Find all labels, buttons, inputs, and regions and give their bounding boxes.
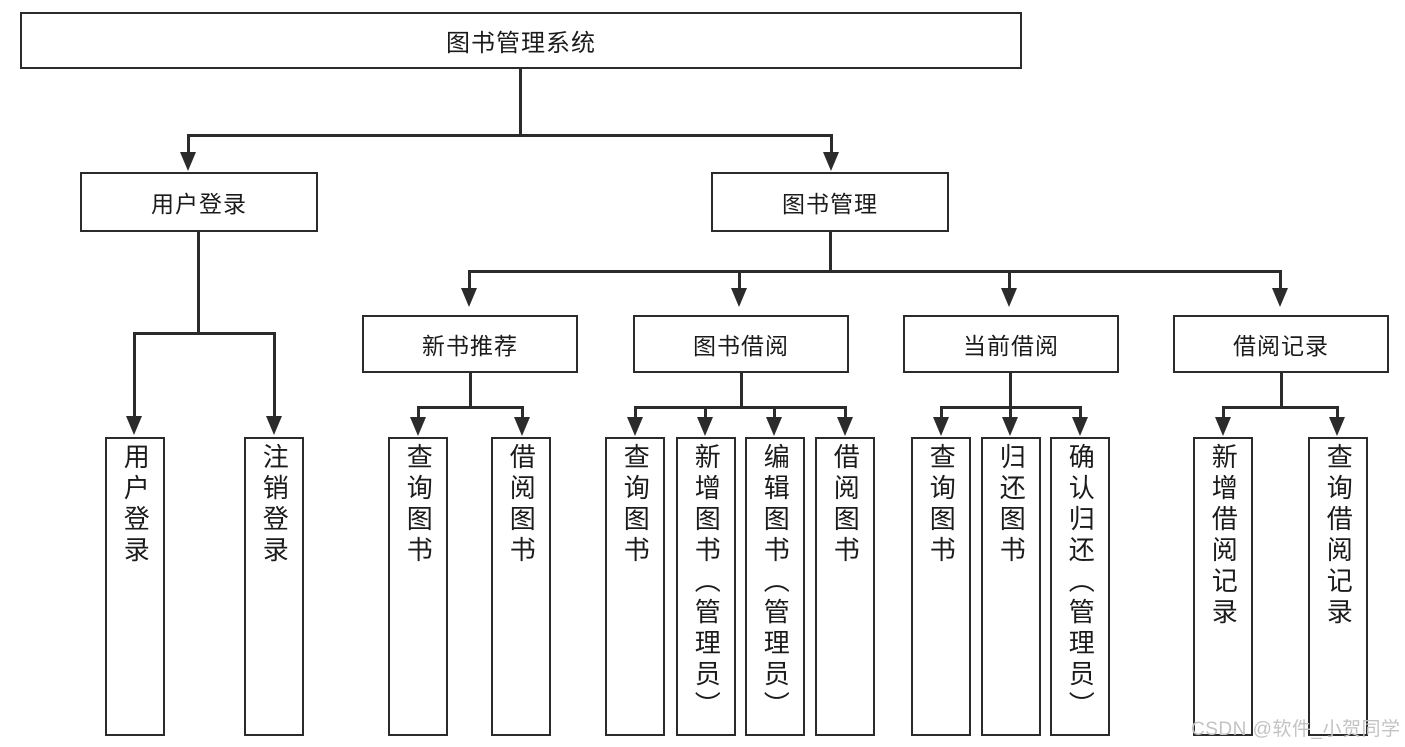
leaf-logout[interactable]: 注销登录 [244,437,304,736]
arrowhead-leaf-return-book [1002,417,1018,436]
edge-drop-leaf-query-record [1336,406,1339,420]
node-label: 图书管理系统 [446,30,596,57]
arrowhead-leaf-add-book [697,417,713,436]
leaf-add-record[interactable]: 新增借阅记录 [1193,437,1253,736]
edge-drop-user-login [187,134,190,156]
node-label: 新书推荐 [422,333,518,359]
leaf-label: 查询借阅记录 [1323,443,1354,629]
edge-drop-leaf-borrow-book-2 [844,406,847,420]
arrowhead-leaf-query-book-1 [410,417,426,436]
leaf-label: 注销登录 [259,443,290,567]
edge-book-borrow-bus [634,406,847,409]
leaf-label: 查询图书 [403,443,434,567]
leaf-borrow-book-2[interactable]: 借阅图书 [815,437,875,736]
edge-drop-leaf-borrow-book-1 [521,406,524,420]
node-current-borrow[interactable]: 当前借阅 [903,315,1119,373]
leaf-edit-book[interactable]: 编辑图书（管理员） [745,437,805,736]
leaf-label: 查询图书 [620,443,651,567]
edge-borrow-record-bus [1222,406,1339,409]
node-new-book-recommend[interactable]: 新书推荐 [362,315,578,373]
arrowhead-leaf-query-book-3 [933,417,949,436]
edge-current-borrow-stem [1009,373,1012,409]
edge-drop-book-management [830,134,833,156]
node-book-management[interactable]: 图书管理 [711,172,949,232]
leaf-label: 借阅图书 [830,443,861,567]
edge-user-login-stem [197,232,200,334]
arrowhead-leaf-query-record [1329,417,1345,436]
arrowhead-leaf-borrow-book-2 [837,417,853,436]
edge-new-book-recommend-bus [417,406,524,409]
edge-drop-leaf-confirm-return [1079,406,1082,420]
arrowhead-leaf-confirm-return [1072,417,1088,436]
arrowhead-leaf-logout [266,416,282,435]
leaf-label: 归还图书 [996,443,1027,567]
arrowhead-new-book-recommend [461,288,477,307]
leaf-label: 新增图书（管理员） [691,443,722,722]
node-label: 借阅记录 [1233,333,1329,359]
edge-drop-new-book-recommend [468,270,471,292]
edge-drop-book-borrow [738,270,741,292]
node-book-borrow[interactable]: 图书借阅 [633,315,849,373]
leaf-label: 编辑图书（管理员） [760,443,791,722]
node-root-book-management-system[interactable]: 图书管理系统 [20,12,1022,69]
arrowhead-current-borrow [1001,288,1017,307]
edge-drop-leaf-query-book-2 [634,406,637,420]
edge-drop-borrow-record [1279,270,1282,292]
edge-new-book-recommend-stem [469,373,472,409]
arrowhead-book-borrow [731,288,747,307]
arrowhead-leaf-user-login [126,416,142,435]
arrowhead-leaf-edit-book [766,417,782,436]
arrowhead-leaf-add-record [1215,417,1231,436]
edge-level2-bus [187,134,833,137]
leaf-add-book[interactable]: 新增图书（管理员） [676,437,736,736]
edge-drop-leaf-query-book-3 [940,406,943,420]
leaf-query-book-3[interactable]: 查询图书 [911,437,971,736]
edge-level3-bus [468,270,1282,273]
arrowhead-borrow-record [1272,288,1288,307]
edge-drop-leaf-query-book-1 [417,406,420,420]
edge-drop-leaf-return-book [1009,406,1012,420]
edge-borrow-record-stem [1280,373,1283,409]
edge-drop-leaf-add-record [1222,406,1225,420]
leaf-return-book[interactable]: 归还图书 [981,437,1041,736]
leaf-user-login[interactable]: 用户登录 [105,437,165,736]
watermark-csdn: CSDN @软件_小贺同学 [1191,719,1401,740]
edge-root-stem [519,69,522,136]
edge-drop-leaf-user-login [133,332,136,419]
arrowhead-leaf-borrow-book-1 [514,417,530,436]
leaf-label: 借阅图书 [506,443,537,567]
node-borrow-record[interactable]: 借阅记录 [1173,315,1389,373]
node-label: 图书借阅 [693,333,789,359]
edge-drop-leaf-edit-book [773,406,776,420]
edge-drop-current-borrow [1008,270,1011,292]
leaf-query-record[interactable]: 查询借阅记录 [1308,437,1368,736]
leaf-borrow-book-1[interactable]: 借阅图书 [491,437,551,736]
edge-drop-leaf-add-book [704,406,707,420]
edge-book-management-stem [829,232,832,272]
edge-user-login-bus [133,332,276,335]
node-label: 当前借阅 [963,333,1059,359]
leaf-label: 用户登录 [120,443,151,567]
leaf-query-book-2[interactable]: 查询图书 [605,437,665,736]
leaf-confirm-return[interactable]: 确认归还（管理员） [1050,437,1110,736]
leaf-label: 查询图书 [926,443,957,567]
leaf-label: 新增借阅记录 [1208,443,1239,629]
node-label: 用户登录 [151,191,247,217]
leaf-label: 确认归还（管理员） [1065,443,1096,722]
leaf-query-book-1[interactable]: 查询图书 [388,437,448,736]
edge-drop-leaf-logout [273,332,276,419]
edge-book-borrow-stem [740,373,743,409]
arrowhead-user-login [180,152,196,171]
arrowhead-book-management [823,152,839,171]
arrowhead-leaf-query-book-2 [627,417,643,436]
node-label: 图书管理 [782,191,878,217]
node-user-login[interactable]: 用户登录 [80,172,318,232]
